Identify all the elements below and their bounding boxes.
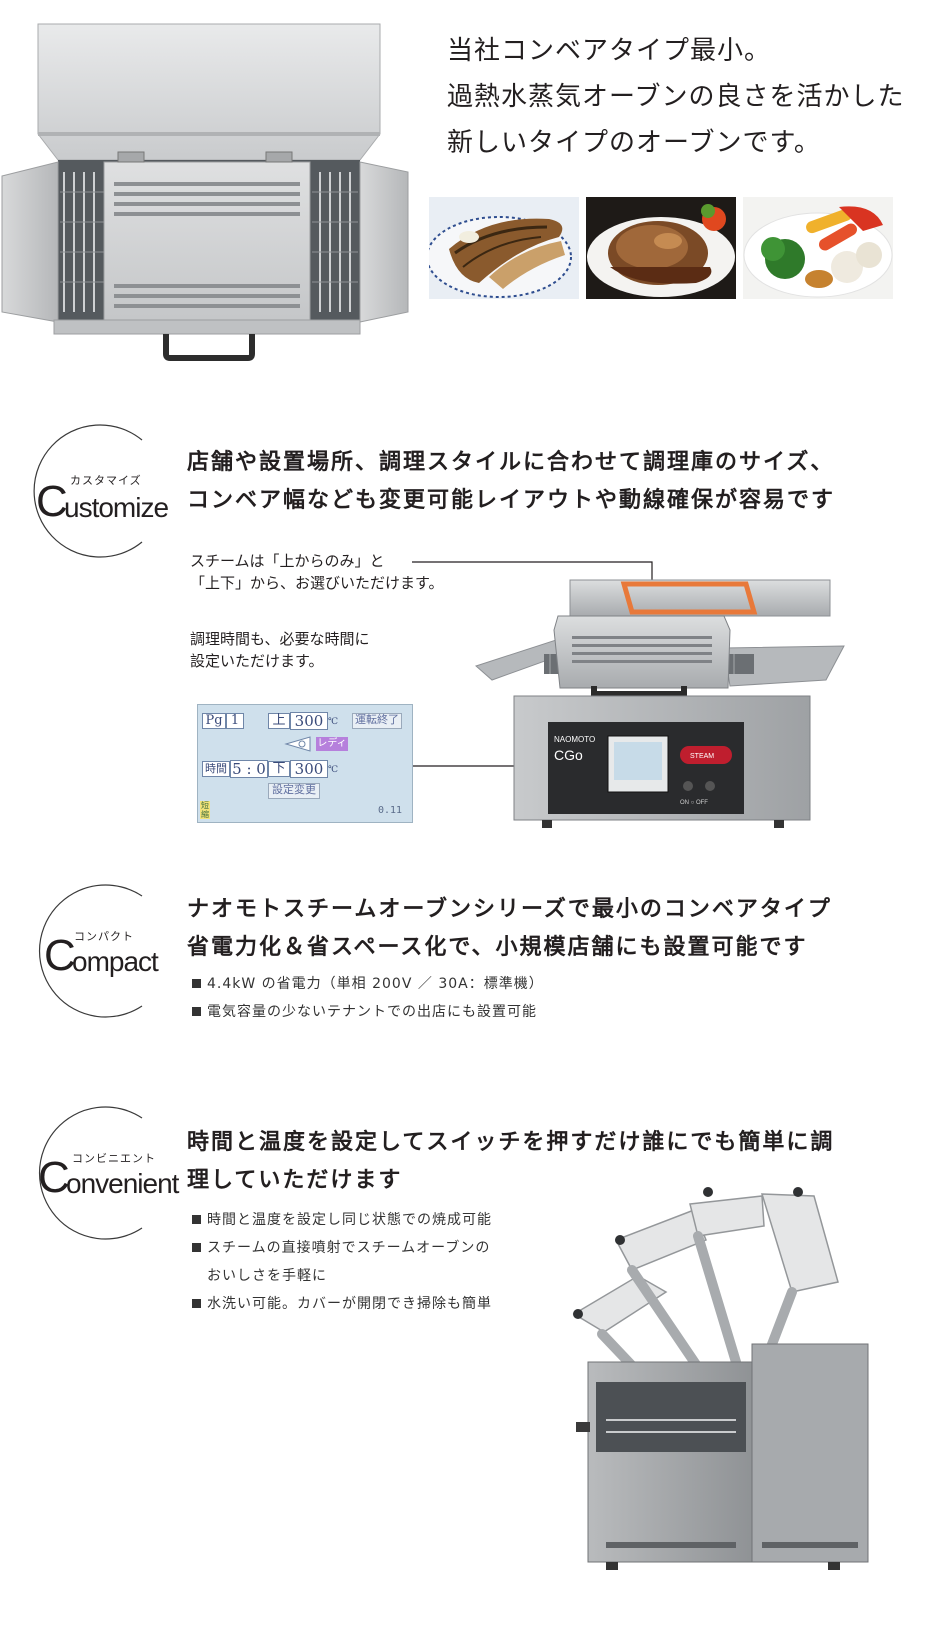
bullet-item: 電気容量の少ないテナントでの出店にも設置可能: [192, 998, 544, 1026]
badge-word: onvenient: [66, 1168, 179, 1199]
intro-line: 過熱水蒸気オーブンの良さを活かした: [447, 82, 905, 112]
stop-button[interactable]: 運転終了: [352, 713, 402, 729]
badge-arc: [33, 424, 143, 558]
time-value: 5 : 0: [230, 760, 268, 778]
corner-tag: 短縮: [200, 801, 210, 819]
compact-badge: コンパクト C ompact: [24, 876, 174, 1026]
customize-badge: カスタマイズ C ustomize: [24, 416, 174, 566]
control-panel-screen: Pg 1 上 300 ℃ 運転終了 レディ 時間 5 : 0 下 300 ℃ 設…: [197, 704, 413, 823]
settings-button[interactable]: 設定変更: [268, 783, 320, 799]
steam-note: スチームは「上からのみ」と 「上下」から、お選びいただけます。: [190, 550, 444, 594]
headline-line: 理していただけます: [187, 1168, 403, 1193]
bullet-item: 水洗い可能。カバーが開閉でき掃除も簡単: [192, 1290, 492, 1318]
intro-line: 新しいタイプのオーブンです。: [447, 128, 821, 158]
steam-icon: [284, 736, 311, 752]
note-line: 「上下」から、お選びいただけます。: [190, 574, 444, 592]
customize-headline: 店舗や設置場所、調理スタイルに合わせて調理庫のサイズ、 コンベア幅なども変更可能…: [187, 444, 835, 520]
ready-badge: レディ: [316, 737, 348, 751]
bullet-item: おいしさを手軽に: [207, 1268, 327, 1284]
bullet-square-icon: [192, 978, 201, 988]
bullet-item: スチームの直接噴射でスチームオーブンの: [192, 1234, 492, 1262]
oven-steam-label: STEAM: [690, 753, 714, 760]
badge-word: ompact: [72, 946, 159, 977]
unit-label: ℃: [328, 765, 339, 775]
pg-label: Pg: [202, 713, 226, 729]
oven-model: CGo: [554, 747, 583, 763]
badge-initial: C: [38, 1153, 70, 1202]
hamburg-steak-photo: [586, 197, 736, 299]
bullet-square-icon: [192, 1214, 201, 1224]
upper-temp: 300: [290, 712, 328, 730]
headline-line: 時間と温度を設定してスイッチを押すだけ誰にでも簡単に調: [187, 1130, 835, 1155]
headline-line: 省電力化＆省スペース化で、小規模店舗にも設置可能です: [187, 935, 808, 960]
intro-text: 当社コンベアタイプ最小。 過熱水蒸気オーブンの良さを活かした 新しいタイプのオー…: [447, 28, 904, 166]
badge-word: ustomize: [64, 492, 169, 523]
convenient-bullets: 時間と温度を設定し同じ状態での焼成可能 スチームの直接噴射でスチームオーブンの …: [192, 1206, 492, 1318]
badge-initial: C: [44, 931, 76, 980]
badge-arc: [39, 884, 143, 1018]
note-line: 設定いただけます。: [190, 652, 324, 670]
compact-bullets: 4.4kW の省電力（単相 200V ／ 30A：標準機） 電気容量の少ないテナ…: [192, 970, 544, 1026]
intro-line: 当社コンベアタイプ最小。: [447, 36, 772, 66]
time-label: 時間: [202, 761, 230, 777]
headline-line: コンベア幅なども変更可能レイアウトや動線確保が容易です: [187, 488, 836, 513]
bullet-square-icon: [192, 1298, 201, 1308]
time-note: 調理時間も、必要な時間に 設定いただけます。: [190, 628, 370, 672]
grilled-fish-photo: [429, 197, 579, 299]
roasted-vegetables-photo: [743, 197, 893, 299]
pg-value: 1: [226, 713, 244, 729]
badge-kana: コンビニエント: [72, 1152, 156, 1165]
convenient-headline: 時間と温度を設定してスイッチを押すだけ誰にでも簡単に調 理していただけます: [187, 1124, 834, 1200]
oven-brand: NAOMOTO: [554, 735, 595, 744]
badge-kana: カスタマイズ: [70, 474, 142, 487]
unit-label: ℃: [328, 717, 339, 727]
note-line: スチームは「上からのみ」と: [190, 552, 385, 570]
bullet-square-icon: [192, 1242, 201, 1252]
version-label: 0.11: [378, 805, 403, 816]
headline-line: 店舗や設置場所、調理スタイルに合わせて調理庫のサイズ、: [187, 450, 835, 475]
compact-headline: ナオモトスチームオーブンシリーズで最小のコンベアタイプ 省電力化＆省スペース化で…: [187, 891, 832, 967]
hero-oven-photo: [1, 23, 409, 361]
bullet-square-icon: [192, 1006, 201, 1016]
headline-line: ナオモトスチームオーブンシリーズで最小のコンベアタイプ: [187, 897, 832, 922]
bullet-item: 時間と温度を設定し同じ状態での焼成可能: [192, 1206, 492, 1234]
lower-label: 下: [268, 761, 290, 777]
convenient-badge: コンビニエント C onvenient: [24, 1098, 179, 1248]
badge-arc: [39, 1106, 143, 1240]
bullet-item: 4.4kW の省電力（単相 200V ／ 30A：標準機）: [192, 970, 544, 998]
open-cover-oven-photo: [572, 1187, 869, 1570]
badge-kana: コンパクト: [74, 930, 134, 943]
badge-initial: C: [36, 477, 68, 526]
upper-label: 上: [268, 713, 290, 729]
conveyor-oven-photo: NAOMOTO CGo STEAM ON ○ OFF: [475, 579, 845, 828]
note-line: 調理時間も、必要な時間に: [190, 630, 370, 648]
lower-temp: 300: [290, 760, 328, 778]
oven-switch-labels: ON ○ OFF: [680, 800, 708, 806]
